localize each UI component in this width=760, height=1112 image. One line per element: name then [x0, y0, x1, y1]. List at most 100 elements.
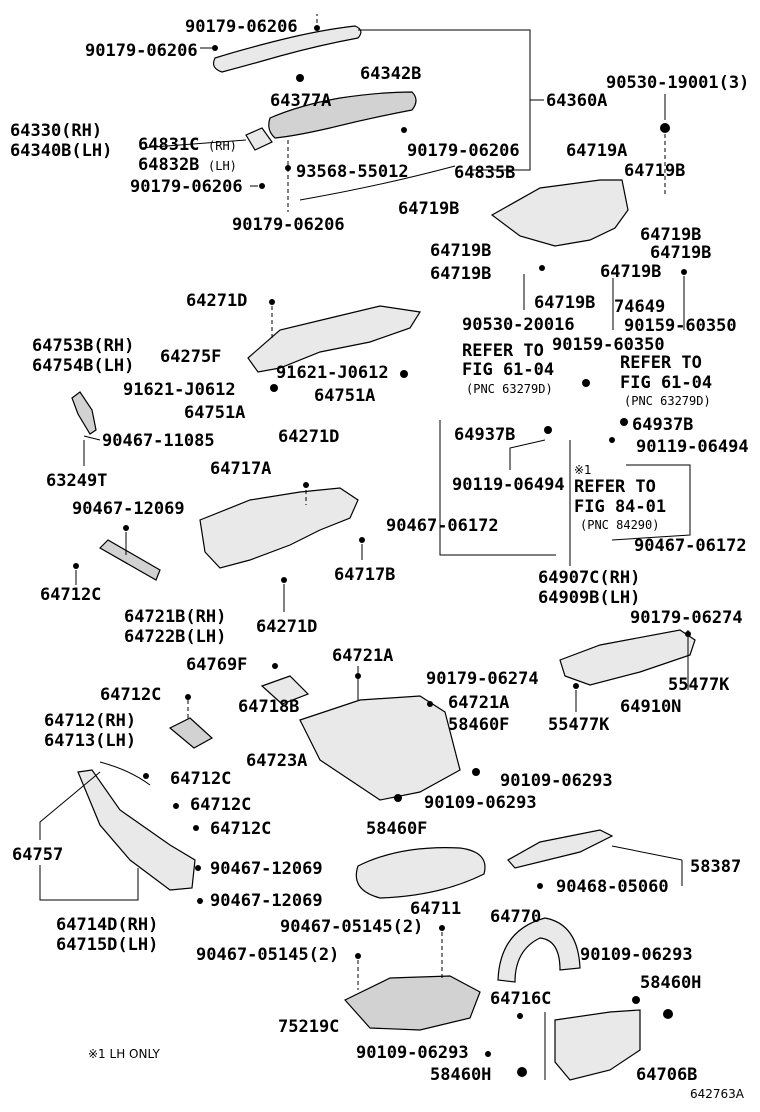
- label-64717A: 64717A: [210, 459, 271, 479]
- label-90530-20016: 90530-20016: [462, 315, 575, 335]
- label-90467-06172-r: 90467-06172: [634, 536, 747, 556]
- label-64712C-2: 64712C: [100, 685, 161, 705]
- label-90467-12069-b: 90467-12069: [210, 891, 323, 911]
- label-64723A: 64723A: [246, 751, 307, 771]
- label-90467-06172-l: 90467-06172: [386, 516, 499, 536]
- label-90467-11085: 90467-11085: [102, 431, 215, 451]
- label-90109-06293-1: 90109-06293: [500, 771, 613, 791]
- label-90159-60350-r: 90159-60350: [624, 316, 737, 336]
- rod-64712C-part: [99, 761, 151, 786]
- label-90179-06206-mid: 90179-06206: [407, 141, 520, 161]
- label-64714D-rh: 64714D(RH): [56, 915, 158, 935]
- label-90467-12069-a: 90467-12069: [210, 859, 323, 879]
- label-55477K-l: 55477K: [548, 715, 610, 735]
- label-64751A-l: 64751A: [184, 403, 245, 423]
- label-90468-05060: 90468-05060: [556, 877, 669, 897]
- label-64721B-rh: 64721B(RH): [124, 607, 226, 627]
- label-64832B-lh: (LH): [208, 159, 237, 173]
- label-64271D-2: 64271D: [278, 427, 339, 447]
- label-64719B-6: 64719B: [430, 264, 491, 284]
- lid-64718B-part: [260, 675, 310, 705]
- label-refer1-a: REFER TO: [462, 341, 544, 361]
- label-64751A-r: 64751A: [314, 386, 375, 406]
- label-64271D-1: 64271D: [186, 291, 247, 311]
- side-trim-64714D-part: [77, 769, 196, 891]
- liner-64770-part: [497, 917, 581, 983]
- trim-64717A-part: [199, 487, 359, 569]
- label-refer2-b: FIG 61-04: [620, 373, 712, 393]
- label-64706B: 64706B: [636, 1065, 697, 1085]
- label-64713-lh: 64713(LH): [44, 731, 136, 751]
- spoiler-cap-part: [245, 127, 273, 151]
- label-64330-rh: 64330(RH): [10, 121, 102, 141]
- label-64711: 64711: [410, 899, 461, 919]
- label-64719B-7: 64719B: [600, 262, 661, 282]
- label-64832B: 64832B: [138, 155, 199, 175]
- label-90530-19001: 90530-19001(3): [606, 73, 749, 93]
- label-64360A: 64360A: [546, 91, 607, 111]
- tray-75219C-part: [344, 975, 481, 1031]
- label-64831C: 64831C: [138, 135, 199, 155]
- label-64719B-2: 64719B: [398, 199, 459, 219]
- label-64721A-t: 64721A: [332, 646, 393, 666]
- label-58460H-l: 58460H: [430, 1065, 491, 1085]
- label-90109-06293-4: 90109-06293: [356, 1043, 469, 1063]
- label-64719B-8: 64719B: [534, 293, 595, 313]
- label-90119-06494-r: 90119-06494: [636, 437, 749, 457]
- cover-64910N-part: [559, 629, 696, 686]
- label-64275F: 64275F: [160, 347, 221, 367]
- panel-64721B-part: [99, 539, 161, 581]
- label-64712-rh: 64712(RH): [44, 711, 136, 731]
- label-90179-06206-left: 90179-06206: [85, 41, 198, 61]
- mat-64711-part: [355, 847, 486, 899]
- trim-64706B-part: [554, 1009, 641, 1081]
- label-refer3-b: FIG 84-01: [574, 497, 666, 517]
- label-64907C-rh: 64907C(RH): [538, 568, 640, 588]
- label-64712C-3: 64712C: [170, 769, 231, 789]
- label-90109-06293-3: 90109-06293: [580, 945, 693, 965]
- leader-lines: [39, 14, 691, 1080]
- label-64719B-5: 64719B: [650, 243, 711, 263]
- label-64831C-rh: (RH): [208, 139, 237, 153]
- label-64719A: 64719A: [566, 141, 627, 161]
- label-63249T: 63249T: [46, 471, 107, 491]
- label-90467-12069-t: 90467-12069: [72, 499, 185, 519]
- label-64937B-r: 64937B: [632, 415, 693, 435]
- label-note-mark: ※1: [574, 463, 592, 477]
- label-refer2-a: REFER TO: [620, 353, 702, 373]
- label-90179-06274-r: 90179-06274: [630, 608, 743, 628]
- label-90179-06274-l: 90179-06274: [426, 669, 539, 689]
- label-refer3-c: (PNC 84290): [580, 518, 659, 532]
- label-64712C-4: 64712C: [190, 795, 251, 815]
- label-58460H-r: 58460H: [640, 973, 701, 993]
- label-91621-J0612-l: 91621-J0612: [123, 380, 236, 400]
- label-64910N: 64910N: [620, 697, 681, 717]
- label-58460F-t: 58460F: [448, 715, 509, 735]
- trim-64723A-part: [299, 695, 461, 801]
- bracket-64712-part: [168, 717, 214, 749]
- label-64770: 64770: [490, 907, 541, 927]
- label-64909B-lh: 64909B(LH): [538, 588, 640, 608]
- label-64721A-r: 64721A: [448, 693, 509, 713]
- label-64753B-rh: 64753B(RH): [32, 336, 134, 356]
- label-64712C-1: 64712C: [40, 585, 101, 605]
- package-tray-part: [490, 179, 629, 247]
- label-64717B: 64717B: [334, 565, 395, 585]
- label-64271D-3: 64271D: [256, 617, 317, 637]
- spoiler-lower-part: [268, 91, 417, 139]
- label-64340B-lh: 64340B(LH): [10, 141, 112, 161]
- figure-id: 642763A: [690, 1087, 745, 1101]
- moulding-strip-part: [299, 165, 456, 201]
- label-64712C-5: 64712C: [210, 819, 271, 839]
- label-91621-J0612-r: 91621-J0612: [276, 363, 389, 383]
- label-64754B-lh: 64754B(LH): [32, 356, 134, 376]
- label-90467-05145-r: 90467-05145(2): [280, 917, 423, 937]
- label-90467-05145-l: 90467-05145(2): [196, 945, 339, 965]
- label-75219C: 75219C: [278, 1017, 339, 1037]
- label-90179-06206-bot: 90179-06206: [232, 215, 345, 235]
- spoiler-upper-part: [212, 25, 362, 73]
- label-58387: 58387: [690, 857, 741, 877]
- label-refer1-c: (PNC 63279D): [466, 382, 553, 396]
- label-64757: 64757: [12, 845, 63, 865]
